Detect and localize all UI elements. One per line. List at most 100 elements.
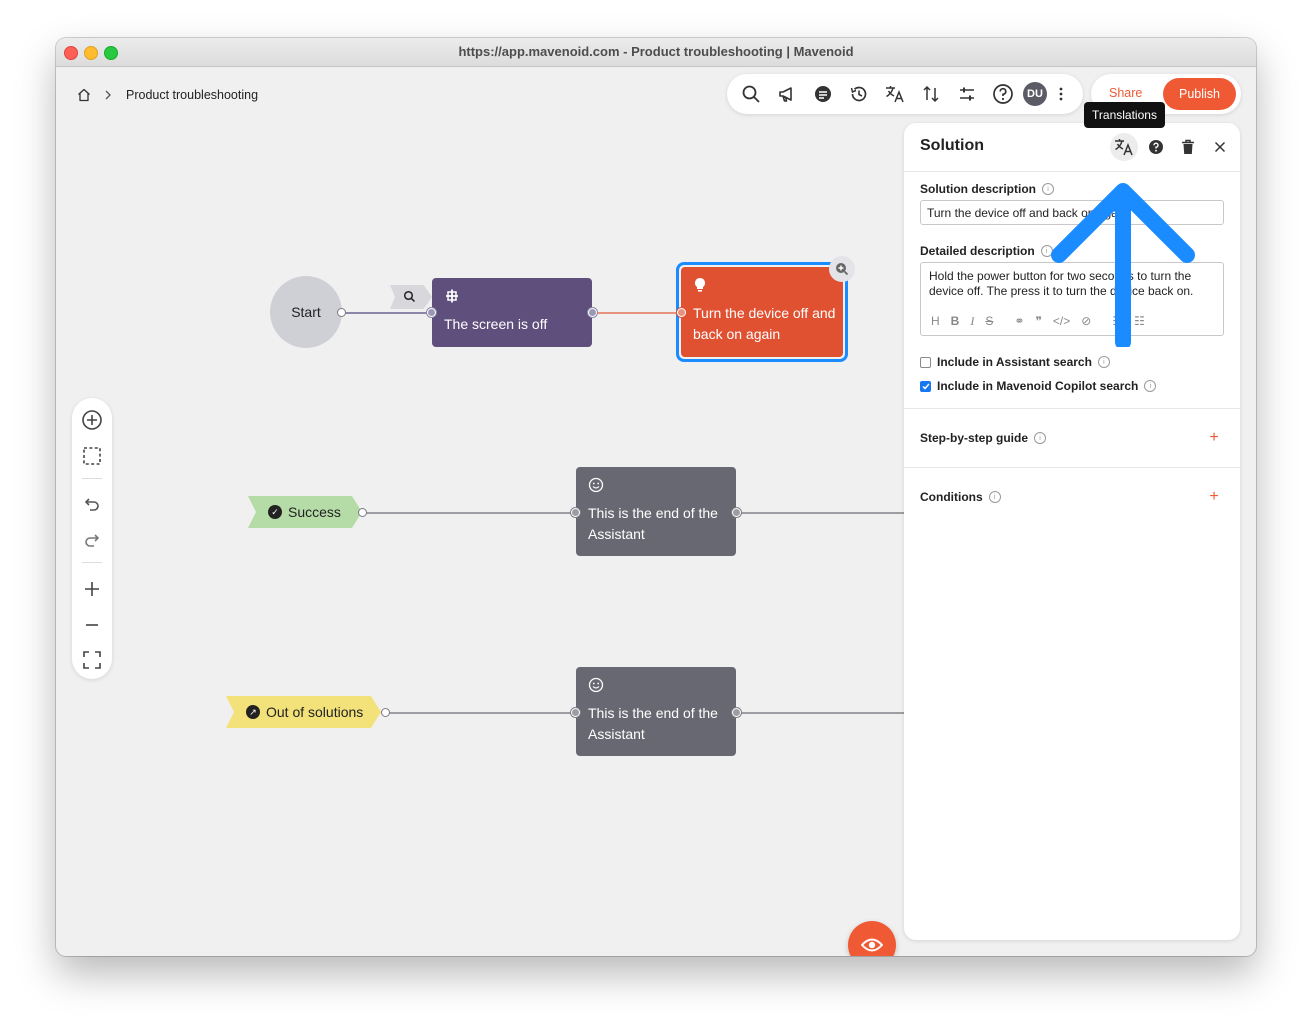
include-assistant-row[interactable]: Include in Assistant search i (920, 355, 1110, 369)
minimize-window-button[interactable] (84, 46, 98, 60)
check-icon: ✓ (268, 505, 282, 519)
eye-icon (861, 938, 883, 952)
trash-icon[interactable] (1174, 133, 1202, 161)
edge-end2-out (736, 712, 904, 714)
bullet-list-icon[interactable]: ☰ (1112, 314, 1124, 328)
start-label: Start (291, 304, 321, 320)
divider (904, 467, 1240, 468)
solution-description-label-text: Solution description (920, 182, 1036, 196)
end-node-2-label: This is the end of the Assistant (588, 705, 718, 742)
home-icon[interactable] (76, 87, 92, 103)
info-icon[interactable]: i (1040, 245, 1053, 257)
info-icon[interactable]: i (1042, 183, 1054, 195)
search-icon[interactable] (735, 78, 767, 110)
info-icon[interactable]: i (1097, 356, 1110, 368)
maximize-window-button[interactable] (104, 46, 118, 60)
heading-icon[interactable]: H (931, 314, 940, 328)
out-of-solutions-tag[interactable]: ↗ Out of solutions (226, 696, 381, 728)
success-port[interactable] (358, 508, 367, 517)
solution-description-input[interactable]: Turn the device off and back on again (920, 200, 1224, 225)
question-node[interactable]: The screen is off (432, 278, 592, 347)
close-window-button[interactable] (64, 46, 78, 60)
more-vertical-icon[interactable] (1051, 78, 1071, 110)
include-copilot-row[interactable]: Include in Mavenoid Copilot search i (920, 379, 1157, 393)
smiley-icon (588, 477, 604, 499)
top-toolbar: DU (727, 74, 1083, 114)
end2-in-port[interactable] (571, 708, 580, 717)
add-node-icon[interactable] (80, 408, 104, 432)
link-icon[interactable]: ⚭ (1014, 314, 1025, 328)
divider (904, 171, 1240, 172)
bold-icon[interactable]: B (950, 314, 960, 328)
window-title: https://app.mavenoid.com - Product troub… (458, 44, 854, 59)
publish-button[interactable]: Publish (1163, 78, 1236, 110)
start-node[interactable]: Start (270, 276, 342, 348)
sort-icon[interactable] (915, 78, 947, 110)
user-avatar[interactable]: DU (1023, 82, 1047, 106)
fit-view-icon[interactable] (80, 648, 104, 672)
zoom-plus-icon (836, 263, 849, 276)
step-guide-row[interactable]: Step-by-step guide i + (920, 429, 1224, 447)
preview-button[interactable] (848, 921, 896, 956)
settings-sliders-icon[interactable] (951, 78, 983, 110)
solution-node[interactable]: Turn the device off and back on again (681, 267, 843, 357)
end-node-1[interactable]: This is the end of the Assistant (576, 467, 736, 556)
info-icon[interactable]: i (1034, 432, 1047, 444)
search-flag[interactable] (390, 285, 432, 309)
breadcrumb-current[interactable]: Product troubleshooting (126, 88, 259, 102)
browser-window: https://app.mavenoid.com - Product troub… (56, 38, 1256, 956)
lightbulb-icon (693, 277, 707, 299)
edge-question-solution (592, 312, 678, 314)
success-tag[interactable]: ✓ Success (248, 496, 362, 528)
redo-icon[interactable] (80, 528, 104, 552)
add-step-icon[interactable]: + (1209, 429, 1219, 446)
italic-icon[interactable]: I (970, 314, 975, 328)
zoom-in-icon[interactable] (80, 577, 104, 601)
panel-title: Solution (920, 137, 984, 154)
strikethrough-icon[interactable]: S (985, 314, 994, 328)
megaphone-icon[interactable] (771, 78, 803, 110)
canvas-tools (72, 398, 112, 679)
help-icon[interactable] (987, 78, 1019, 110)
zoom-out-icon[interactable] (80, 613, 104, 637)
quote-icon[interactable]: ❞ (1035, 314, 1042, 328)
divider (82, 562, 102, 563)
end-node-2[interactable]: This is the end of the Assistant (576, 667, 736, 756)
include-copilot-checkbox[interactable] (920, 380, 931, 392)
add-condition-icon[interactable]: + (1209, 488, 1219, 505)
undo-icon[interactable] (80, 492, 104, 516)
history-icon[interactable] (843, 78, 875, 110)
divider (82, 478, 102, 479)
question-in-port[interactable] (427, 308, 436, 317)
include-assistant-checkbox[interactable] (920, 356, 931, 368)
end1-in-port[interactable] (571, 508, 580, 517)
detailed-description-editor[interactable]: Hold the power button for two seconds to… (920, 262, 1224, 336)
translate-icon[interactable] (1110, 133, 1138, 161)
attachment-icon[interactable]: ⊘ (1081, 314, 1092, 328)
end2-out-port[interactable] (732, 708, 741, 717)
conditions-label: Conditions (920, 490, 983, 504)
question-out-port[interactable] (588, 308, 597, 317)
close-icon[interactable] (1206, 133, 1234, 161)
out-of-solutions-label: Out of solutions (266, 704, 364, 720)
translate-icon[interactable] (879, 78, 911, 110)
solution-in-port[interactable] (677, 308, 686, 317)
info-icon[interactable]: i (988, 491, 1001, 503)
flow-canvas[interactable]: Product troubleshooting (56, 67, 1256, 956)
solution-node-label: Turn the device off and back on again (693, 305, 836, 342)
include-copilot-label: Include in Mavenoid Copilot search (937, 379, 1139, 393)
edge-out-end (386, 712, 576, 714)
chat-icon[interactable] (807, 78, 839, 110)
share-button[interactable]: Share (1109, 86, 1143, 100)
conditions-row[interactable]: Conditions i + (920, 488, 1224, 506)
out-port[interactable] (381, 708, 390, 717)
info-icon[interactable]: i (1144, 380, 1157, 392)
numbered-list-icon[interactable]: ☷ (1134, 314, 1145, 328)
help-icon[interactable] (1142, 133, 1170, 161)
node-add-button[interactable] (829, 256, 855, 282)
start-port[interactable] (337, 308, 346, 317)
select-area-icon[interactable] (80, 444, 104, 468)
end-node-1-label: This is the end of the Assistant (588, 505, 718, 542)
end1-out-port[interactable] (732, 508, 741, 517)
code-icon[interactable]: </> (1052, 314, 1071, 328)
